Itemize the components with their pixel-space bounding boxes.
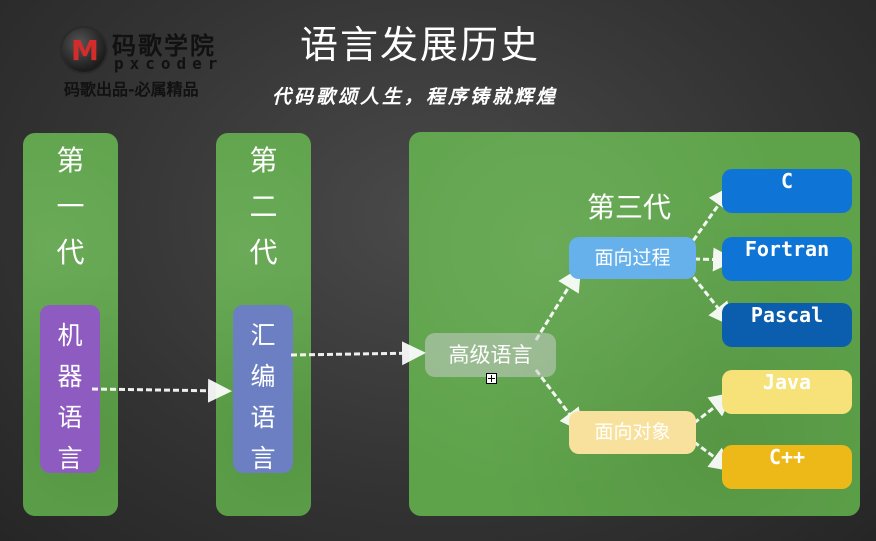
logo-tagline: 码歌出品-必属精品 <box>64 80 199 99</box>
second-generation-label: 第 二 代 <box>249 144 278 269</box>
lang-cpp: C++ <box>722 445 852 489</box>
procedural-node: 面向过程 <box>569 237 696 279</box>
page-title: 语言发展历史 <box>300 23 541 67</box>
lang-c: C <box>722 169 852 213</box>
high-level-language-node: 高级语言 <box>425 333 556 377</box>
assembly-language-box: 汇 编 语 言 <box>233 305 293 473</box>
object-oriented-node: 面向对象 <box>569 411 696 454</box>
logo-subtitle: pxcoder <box>114 54 224 73</box>
arrow-high-to-procedural <box>534 266 582 341</box>
logo-mark: M <box>62 28 106 72</box>
arrow-machine-to-assembly <box>91 378 232 403</box>
arrow-high-to-oo <box>534 369 584 433</box>
lang-java: Java <box>722 370 852 414</box>
machine-language-box: 机 器 语 言 <box>40 305 100 473</box>
lang-fortran: Fortran <box>722 237 852 281</box>
page-subtitle: 代码歌颂人生，程序铸就辉煌 <box>272 86 559 108</box>
logo: M 码歌学院 pxcoder 码歌出品-必属精品 <box>58 22 248 102</box>
logo-title: 码歌学院 <box>112 32 216 60</box>
first-generation-label: 第 一 代 <box>56 144 85 269</box>
lang-pascal: Pascal <box>722 303 852 347</box>
move-cursor-icon <box>486 373 497 384</box>
arrow-assembly-to-high <box>290 341 426 366</box>
third-generation-label: 第三代 <box>587 191 672 224</box>
